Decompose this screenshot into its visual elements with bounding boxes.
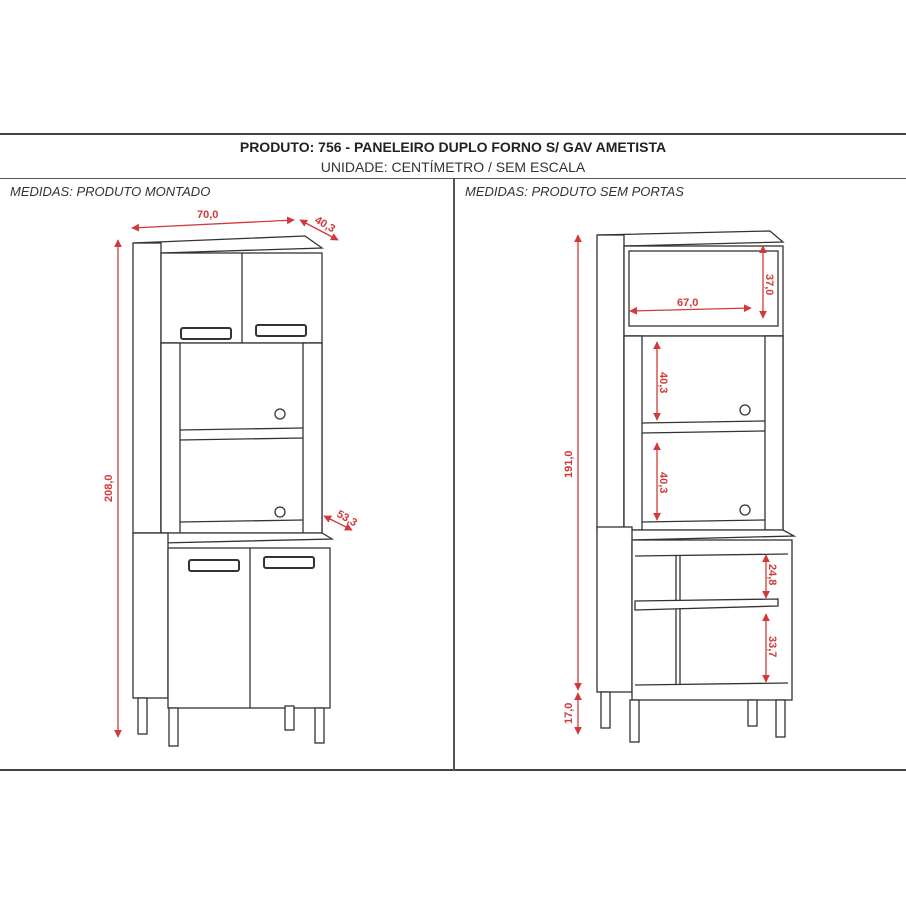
dim-body-height: 191,0 bbox=[563, 450, 575, 478]
no-doors-dimension-lines bbox=[574, 234, 770, 735]
product-title: PRODUTO: 756 - PANELEIRO DUPLO FORNO S/ … bbox=[239, 139, 667, 155]
dim-leg-height: 17,0 bbox=[563, 703, 575, 724]
dim-shelf-upper: 40,3 bbox=[657, 372, 669, 393]
dim-width: 70,0 bbox=[197, 209, 218, 221]
dim-base-lower: 33,7 bbox=[766, 636, 778, 657]
left-section-label: MEDIDAS: PRODUTO MONTADO bbox=[10, 184, 211, 199]
dim-shelf-lower: 40,3 bbox=[657, 472, 669, 493]
dim-height: 208,0 bbox=[103, 474, 115, 502]
dim-inner-width: 67,0 bbox=[677, 297, 698, 309]
assembled-cabinet bbox=[132, 235, 335, 747]
dim-base-upper: 24,8 bbox=[766, 564, 778, 585]
dim-top-niche: 37,0 bbox=[763, 274, 775, 295]
assembled-dimension-lines bbox=[114, 216, 353, 738]
unit-subtitle: UNIDADE: CENTÍMETRO / SEM ESCALA bbox=[320, 159, 586, 175]
dim-top-depth: 40,3 bbox=[313, 214, 338, 235]
dim-base-depth: 53,3 bbox=[335, 508, 360, 529]
column-divider bbox=[453, 178, 455, 771]
right-section-label: MEDIDAS: PRODUTO SEM PORTAS bbox=[465, 184, 684, 199]
